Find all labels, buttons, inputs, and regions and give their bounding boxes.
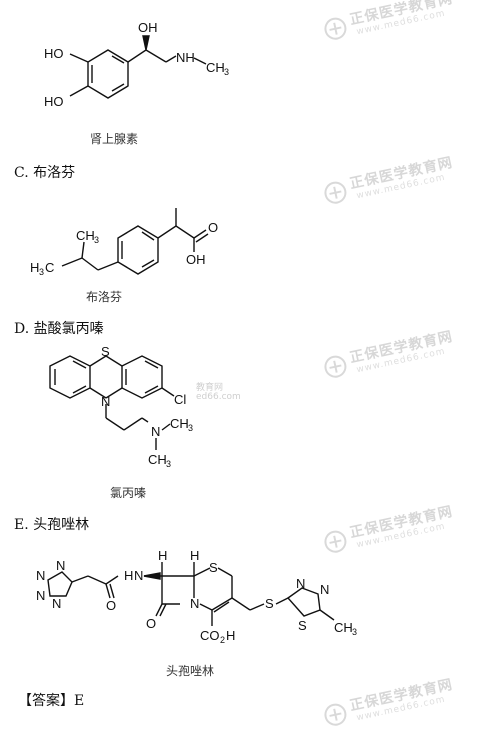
ibuprofen-structure: CH 3 H 3 C O OH	[28, 196, 228, 296]
svg-text:C: C	[45, 260, 54, 275]
atom-ch3: CH	[170, 416, 189, 431]
atom-ho: HO	[44, 46, 64, 61]
atom-o: O	[106, 598, 116, 613]
structure-caption: 布洛芬	[86, 290, 123, 304]
option-d: D. 盐酸氯丙嗪	[14, 321, 104, 337]
atom-n: N	[52, 596, 61, 611]
structure-caption: 肾上腺素	[90, 132, 139, 146]
structure-caption: 氯丙嗪	[110, 486, 147, 500]
watermark-logo-icon	[324, 703, 347, 726]
svg-text:3: 3	[94, 235, 99, 245]
watermark-fragment-url: ed66.com	[196, 392, 241, 402]
watermark-logo-icon	[324, 181, 347, 204]
atom-oh: OH	[186, 252, 206, 267]
atom-h: H	[190, 548, 199, 563]
watermark: 正保医学教育网 www.med66.com	[318, 496, 473, 566]
svg-text:2: 2	[220, 635, 225, 645]
atom-cl: Cl	[174, 392, 186, 407]
adrenaline-structure: OH NH CH 3 HO HO	[20, 18, 240, 118]
option-c: C. 布洛芬	[14, 165, 76, 181]
benzene-ring	[87, 49, 129, 99]
atom-ch3: CH	[76, 228, 95, 243]
watermark: 正保医学教育网 www.med66.com	[318, 0, 473, 53]
watermark-logo-icon	[324, 530, 347, 553]
option-e: E. 头孢唑林	[14, 517, 90, 533]
chlorpromazine-structure: S N Cl N CH 3 CH 3	[28, 344, 218, 476]
atom-s: S	[209, 560, 218, 575]
watermark-logo-icon	[324, 17, 347, 40]
atom-nh: H	[124, 568, 133, 583]
atom-ch3: CH	[206, 60, 225, 75]
watermark: 正保医学教育网 www.med66.com	[318, 147, 473, 217]
atom-ch3: CH	[148, 452, 167, 467]
atom-co2h: CO	[200, 628, 220, 643]
structure-caption: 头孢唑林	[166, 664, 215, 678]
thiadiazole-ring	[286, 587, 321, 617]
cefazolin-structure: N N N N H N H H S N O O CO 2 H S N N S C…	[34, 540, 374, 660]
svg-text:3: 3	[188, 423, 193, 433]
svg-text:3: 3	[39, 267, 44, 277]
svg-text:3: 3	[224, 67, 229, 77]
atom-n: N	[36, 568, 45, 583]
svg-text:3: 3	[352, 627, 357, 637]
atom-s: S	[265, 596, 274, 611]
benzene-ring	[117, 225, 159, 275]
benzene-ring-left	[49, 355, 91, 399]
atom-o: O	[208, 220, 218, 235]
atom-oh: OH	[138, 20, 158, 35]
tetrazole-ring	[47, 571, 73, 597]
atom-nh: NH	[176, 50, 195, 65]
atom-o: O	[146, 616, 156, 631]
atom-h: H	[158, 548, 167, 563]
atom-n: N	[320, 582, 329, 597]
atom-n: N	[101, 394, 110, 409]
watermark: 正保医学教育网 www.med66.com	[318, 321, 473, 391]
atom-n: N	[151, 424, 160, 439]
atom-n: N	[190, 596, 199, 611]
atom-s: S	[101, 344, 110, 359]
watermark-logo-icon	[324, 355, 347, 378]
svg-text:H: H	[226, 628, 235, 643]
atom-n: N	[296, 576, 305, 591]
atom-s: S	[298, 618, 307, 633]
atom-n: N	[36, 588, 45, 603]
watermark: 正保医学教育网 www.med66.com	[318, 669, 473, 739]
watermark-fragment: 教育网	[196, 383, 224, 393]
atom-h3c: H	[30, 260, 39, 275]
atom-n: N	[56, 558, 65, 573]
benzene-ring-right	[121, 355, 163, 399]
atom-n: N	[134, 568, 143, 583]
answer-text: 【答案】E	[18, 693, 85, 709]
svg-text:3: 3	[166, 459, 171, 469]
atom-ho: HO	[44, 94, 64, 109]
atom-ch3: CH	[334, 620, 353, 635]
